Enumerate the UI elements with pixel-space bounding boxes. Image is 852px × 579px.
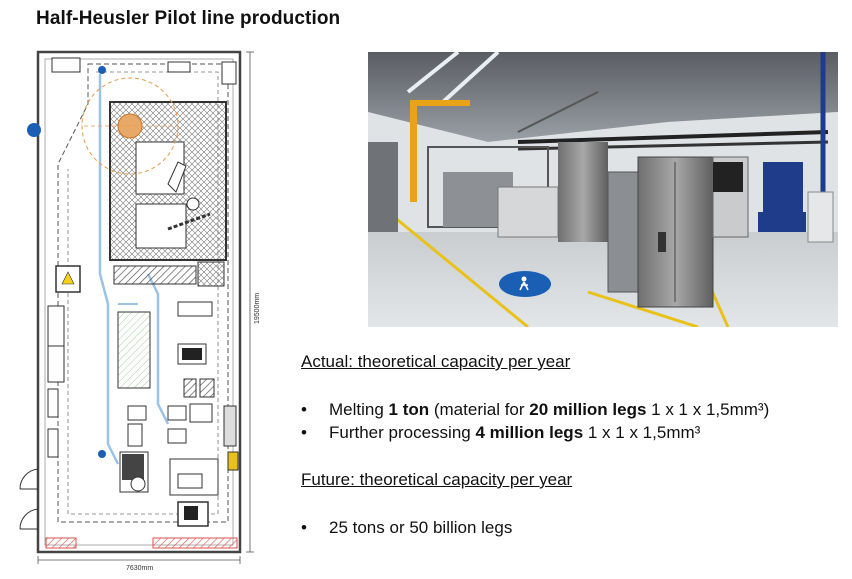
floor-plan: 19500mm 7630mm: [19, 50, 261, 572]
plan-height-dimension: 19500mm: [254, 293, 261, 324]
list-item: Further processing 4 million legs 1 x 1 …: [301, 421, 769, 444]
list-item: 25 tons or 50 billion legs: [301, 516, 512, 539]
bullet-text: Melting: [329, 400, 389, 419]
plan-width-dimension: 7630mm: [126, 565, 153, 572]
page-title: Half-Heusler Pilot line production: [36, 8, 341, 29]
actual-capacity-heading: Actual: theoretical capacity per year: [301, 352, 571, 371]
list-item: Melting 1 ton (material for 20 million l…: [301, 398, 769, 421]
bullet-text: Further processing: [329, 423, 476, 442]
actual-capacity-list: Melting 1 ton (material for 20 million l…: [301, 398, 769, 444]
bullet-emphasis: 20 million legs: [529, 400, 647, 419]
bullet-emphasis: 4 million legs: [475, 423, 584, 442]
bullet-text: 25 tons or 50 billion legs: [329, 518, 513, 537]
pilot-line-photo: [368, 52, 838, 327]
bullet-emphasis: 1 ton: [388, 400, 430, 419]
future-capacity-list: 25 tons or 50 billion legs: [301, 516, 512, 539]
bullet-text: (material for: [429, 400, 530, 419]
bullet-text: 1 x 1 x 1,5mm³: [583, 423, 701, 442]
future-capacity-heading: Future: theoretical capacity per year: [301, 470, 573, 489]
bullet-text: 1 x 1 x 1,5mm³): [646, 400, 770, 419]
